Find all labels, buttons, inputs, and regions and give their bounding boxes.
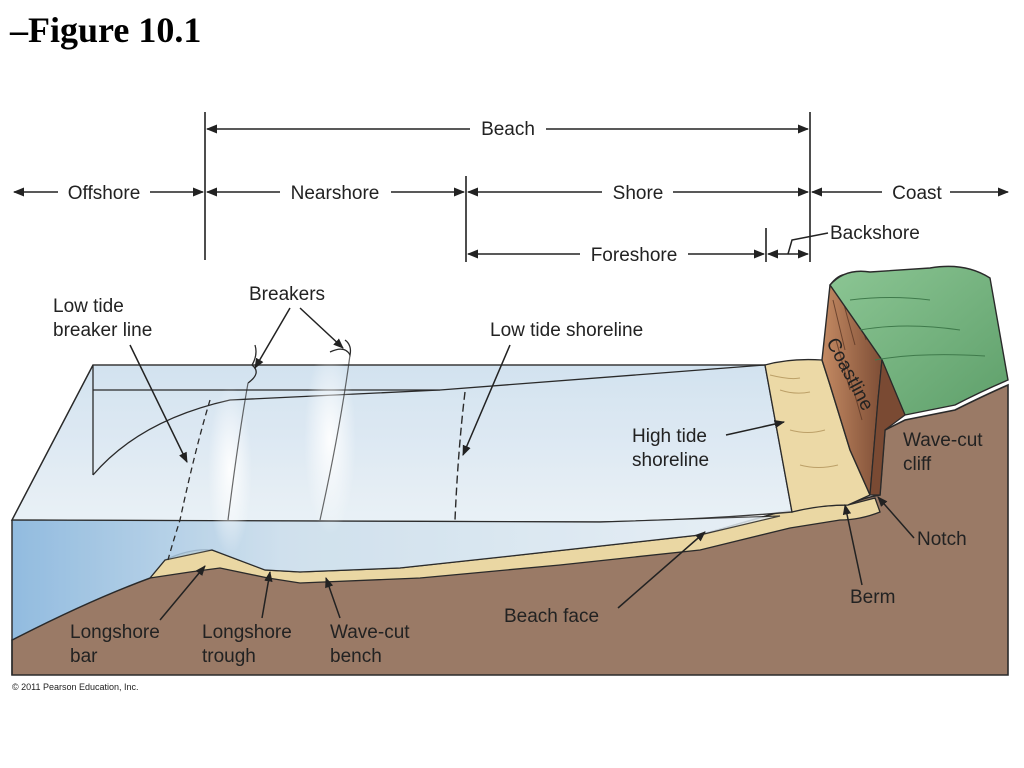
low-tide-shoreline-label: Low tide shoreline	[490, 320, 643, 341]
high-tide-shoreline-label: High tide shoreline	[632, 426, 712, 471]
longshore-bar-leader	[159, 565, 206, 621]
backshore-label: Backshore	[830, 223, 920, 244]
longshore-bar-label: Longshore bar	[70, 622, 165, 667]
notch-leader	[877, 496, 915, 539]
berm-label: Berm	[850, 587, 895, 608]
slide-title: –Figure 10.1	[10, 10, 202, 50]
foreshore-label: Foreshore	[591, 245, 678, 266]
longshore-trough-label: Longshore trough	[202, 622, 297, 667]
coast-label: Coast	[892, 183, 942, 204]
breaker-foam-2	[304, 345, 356, 535]
offshore-label: Offshore	[68, 183, 141, 204]
breaker-foam-1	[208, 385, 252, 555]
water-front	[11, 515, 781, 641]
wave-cut-bench-leader	[325, 577, 341, 619]
block-diagram: Coastline	[10, 265, 1009, 676]
low-tide-breaker-line-leader	[129, 344, 188, 463]
copyright-notice: © 2011 Pearson Education, Inc.	[12, 682, 139, 692]
wave-cut-cliff-label: Wave-cut cliff	[903, 430, 988, 475]
beach-face-leader	[617, 531, 706, 609]
low-tide-shoreline-leader	[462, 344, 511, 456]
breakers-leader-1	[254, 307, 291, 369]
nearshore-label: Nearshore	[291, 183, 380, 204]
feature-labels: Low tide breaker line Breakers Low tide …	[53, 284, 988, 667]
high-tide-shoreline-leader	[725, 419, 786, 436]
zone-dimensions: Beach Offshore Nearshore Shore Coast For…	[12, 112, 1010, 266]
wave-cut-bench-label: Wave-cut bench	[330, 622, 415, 667]
shore-label: Shore	[613, 183, 664, 204]
berm-leader	[842, 503, 863, 586]
breakers-leader-2	[299, 307, 344, 349]
low-tide-breaker-line-label: Low tide breaker line	[53, 296, 152, 341]
backshore-leader	[787, 232, 829, 255]
longshore-trough-leader	[261, 570, 273, 619]
breakers-label: Breakers	[249, 284, 325, 305]
grass-plateau	[829, 265, 1009, 416]
notch-label: Notch	[917, 529, 967, 550]
beach-face-label: Beach face	[504, 606, 599, 627]
beach-label: Beach	[481, 119, 535, 140]
